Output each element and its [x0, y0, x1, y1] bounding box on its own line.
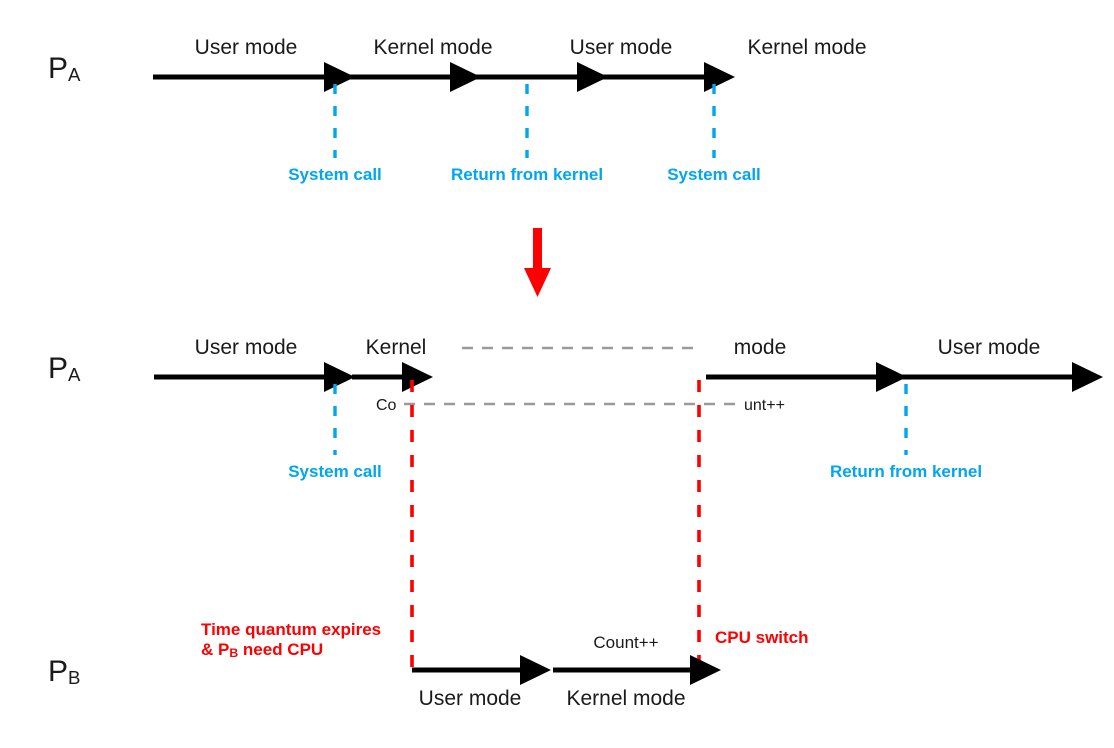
- top-segment-label-3: User mode: [569, 36, 673, 59]
- mid-event-label-return-from-kernel: Return from kernel: [829, 462, 983, 481]
- top-segment-label-4: Kernel mode: [747, 36, 867, 59]
- kernel-mode-gray-dashes: [404, 346, 742, 406]
- red-down-arrow-icon: [524, 228, 551, 297]
- time-quantum-line1: Time quantum expires: [201, 620, 382, 639]
- process-label-a-top: PA: [48, 52, 81, 86]
- counter-label-right: unt++: [744, 397, 785, 414]
- top-timeline-event-lines: [333, 84, 716, 158]
- mid-timeline-event-lines: [333, 384, 908, 455]
- red-event-time-quantum: Time quantum expires & PB need CPU: [201, 620, 382, 660]
- mid-segment-label-4: User mode: [937, 336, 1041, 359]
- mid-segment-label-1: User mode: [194, 336, 298, 359]
- top-event-label-3: System call: [667, 165, 761, 184]
- red-event-cpu-switch: CPU switch: [715, 628, 809, 647]
- pb-segment-label-2: Kernel mode: [566, 687, 686, 710]
- pb-segment-label-1: User mode: [418, 687, 522, 710]
- pb-annotation-count: Count++: [593, 633, 659, 652]
- time-quantum-line2: & PB need CPU: [201, 639, 324, 660]
- top-event-label-1: System call: [288, 165, 382, 184]
- mid-segment-label-2: Kernel: [365, 336, 427, 359]
- top-segment-label-1: User mode: [194, 36, 298, 59]
- mid-event-label-system-call: System call: [288, 462, 382, 481]
- mid-segment-label-3: mode: [733, 336, 787, 359]
- process-label-b: PB: [48, 655, 81, 689]
- top-segment-label-2: Kernel mode: [373, 36, 493, 59]
- top-event-label-2: Return from kernel: [450, 165, 604, 184]
- cpu-switch-boundary-lines: [410, 380, 701, 668]
- counter-label-left: Co: [376, 397, 397, 414]
- process-label-a-bottom: PA: [48, 352, 81, 386]
